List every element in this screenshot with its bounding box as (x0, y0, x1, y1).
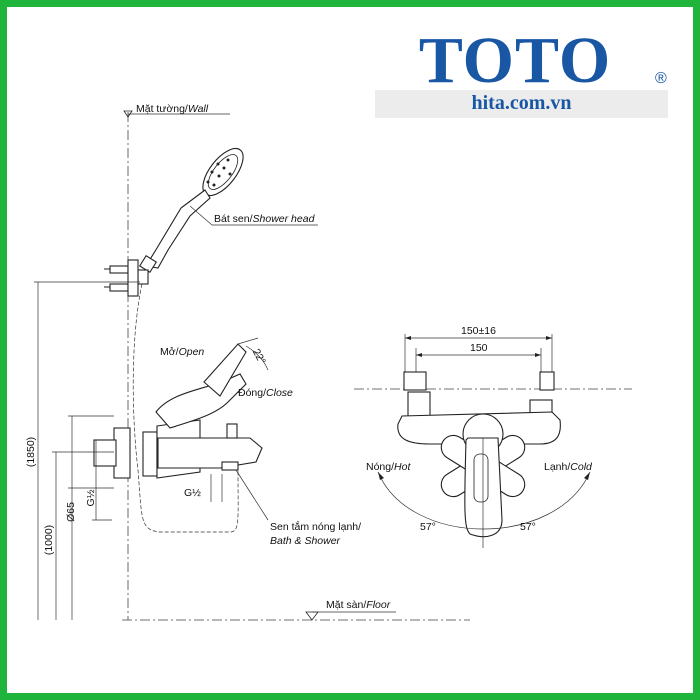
registered-mark: ® (655, 70, 667, 87)
hose (132, 283, 239, 533)
shower-head-label: Bát sen/Shower head (214, 213, 316, 225)
bracket-screws (104, 259, 139, 297)
close-label: Đóng/Close (238, 387, 293, 399)
open-leader (237, 337, 259, 345)
g-half-label-2: G½ (184, 487, 201, 499)
mixer-body-side (93, 343, 263, 479)
angle-right-label: 57° (520, 521, 536, 533)
bath-shower-label-2: Bath & Shower (270, 535, 341, 547)
arc-arrow-right (584, 472, 590, 480)
bath-shower-label-1: Sen tắm nóng lạnh/ (270, 520, 361, 533)
d65-label: Ø65 (65, 502, 77, 522)
cold-label: Lạnh/Cold (544, 461, 593, 473)
shower-head-leader (189, 205, 213, 226)
open-label: Mở/Open (160, 346, 204, 358)
logo-brand: TOTO (418, 24, 612, 97)
height-1850-label: (1850) (25, 437, 37, 467)
mixer-body-top (397, 371, 561, 538)
height-dimensions (34, 281, 140, 620)
g-half-label-1: G½ (85, 489, 97, 506)
wall-label: Mặt tường/Wall (136, 103, 209, 115)
arc-arrow-left (378, 472, 384, 480)
logo-band (375, 90, 668, 118)
dim-150-16-label: 150±16 (461, 325, 496, 337)
drawing-frame (7, 7, 693, 693)
logo-website: hita.com.vn (471, 92, 572, 114)
angle-arc-22 (245, 345, 269, 371)
angle-left-label: 57° (420, 521, 436, 533)
wall-marker (123, 110, 133, 118)
spout-leader (235, 469, 269, 521)
hot-label: Nóng/Hot (366, 461, 411, 473)
dim-150-label: 150 (470, 342, 488, 354)
angle-22-label: 22° (250, 347, 268, 367)
floor-marker (305, 611, 319, 621)
height-1000-label: (1000) (43, 525, 55, 555)
floor-label: Mặt sàn/Floor (326, 599, 391, 611)
toto-logo: TOTO ® hita.com.vn (375, 28, 668, 120)
